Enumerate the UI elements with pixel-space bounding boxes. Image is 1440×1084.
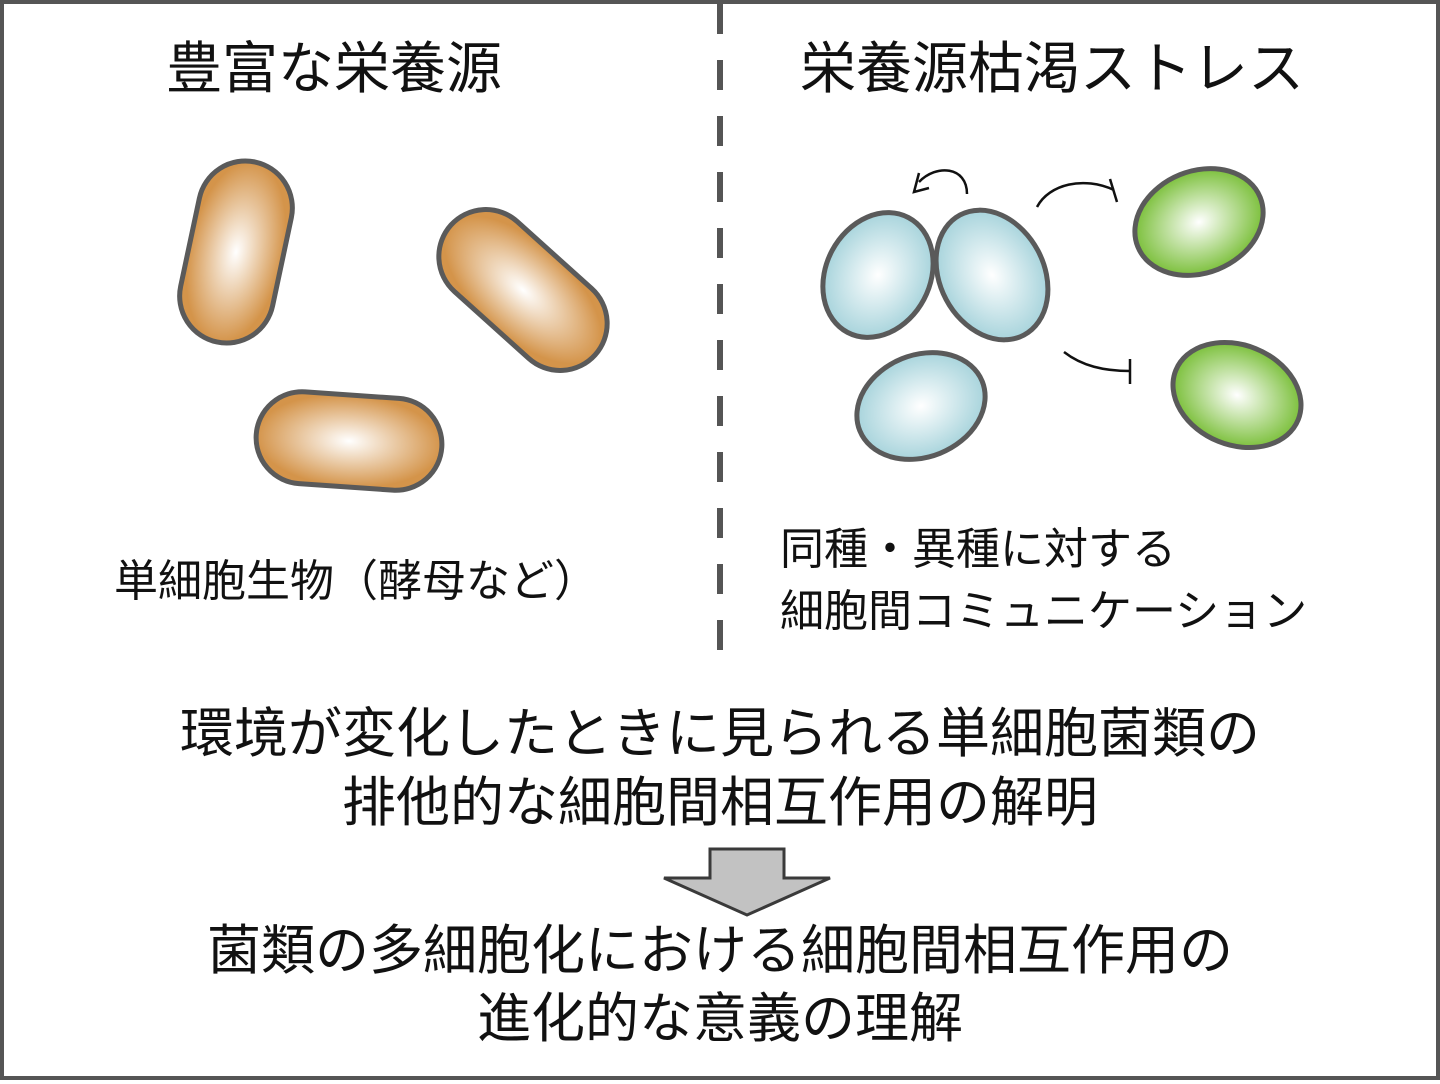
other-species-cell (1170, 339, 1304, 451)
same-species-cell (933, 207, 1051, 343)
down-arrow-icon (663, 847, 831, 917)
cells-illustration (177, 158, 1304, 917)
panel-divider (717, 4, 723, 660)
right-caption-line-1: 同種・異種に対する (780, 524, 1176, 575)
findings-line-2: 排他的な細胞間相互作用の解明 (342, 771, 1098, 834)
yeast-cell (177, 158, 295, 346)
same-species-cell (854, 350, 988, 462)
left-heading: 豊富な栄養源 (166, 37, 502, 102)
inhibition-lower-icon (1063, 351, 1132, 384)
findings-line-1: 環境が変化したときに見られる単細胞菌類の (180, 702, 1260, 765)
yeast-cell (436, 207, 610, 373)
inhibition-upper-icon (1035, 178, 1119, 208)
left-caption: 単細胞生物（酵母など） (114, 556, 598, 607)
same-species-cell (820, 210, 936, 340)
other-species-cell (1132, 166, 1266, 278)
goal-line-2: 進化的な意義の理解 (477, 987, 963, 1050)
right-caption-line-2: 細胞間コミュニケーション (780, 586, 1308, 637)
self-signal-arrow-icon (912, 169, 969, 195)
right-heading: 栄養源枯渇ストレス (800, 37, 1304, 102)
yeast-cell (253, 389, 445, 493)
goal-line-1: 菌類の多細胞化における細胞間相互作用の (207, 919, 1233, 982)
